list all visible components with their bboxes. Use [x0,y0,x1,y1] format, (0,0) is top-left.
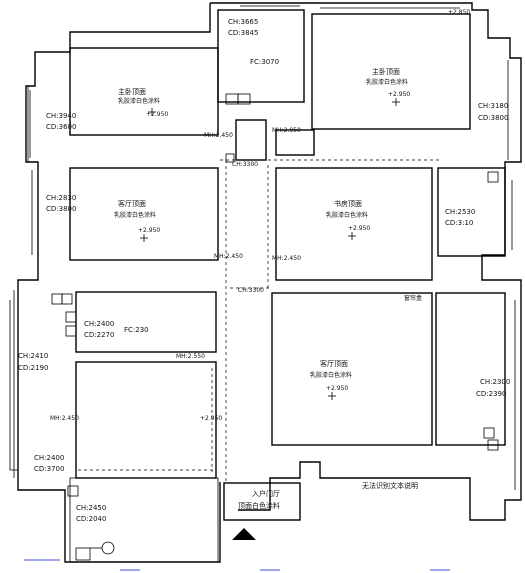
label-kitchen-fc: FC:230 [124,326,149,334]
label-r6-ch: CH:2300 [480,378,510,386]
label-r3-cd: CD:3800 [478,114,508,122]
label-bed1-sub: 乳胶漆白色涂料 [118,97,160,105]
label-r2-ch: CH:3940 [46,112,76,120]
label-r7-ch: CH:2400 [34,454,64,462]
label-r6-cd: CD:2390 [476,390,506,398]
label-living-elev: +2.950 [326,385,348,392]
label-bigroom-title: 主卧顶面 [372,67,400,76]
label-tag-elev: +2.850 [448,9,470,16]
label-curtain: 窗帘盒 [404,294,422,302]
label-mid-sub: 乳胶漆白色涂料 [326,211,368,219]
label-r1-ch: CH:3665 [228,18,258,26]
window-lines [29,5,516,490]
label-r4-ch: CH:2830 [46,194,76,202]
label-living-sub: 乳胶漆白色涂料 [310,371,352,379]
label-dim-a: CH:3300 [238,287,264,294]
label-liv-ch: CH:2410 [18,352,48,360]
label-r4-cd: CD:3800 [46,205,76,213]
label-bed1-title: 主卧顶面 [118,87,146,96]
dashed-lines [78,159,440,482]
label-r1-cd: CD:3845 [228,29,258,37]
label-dining-elev: +2.950 [200,415,222,422]
label-corridor: CH:3300 [232,161,258,168]
label-bed2-sub: 乳胶漆白色涂料 [114,211,156,219]
outer-walls [9,2,522,563]
label-bed2-elev: +2.950 [138,227,160,234]
label-r8-ch: CH:2450 [76,504,106,512]
label-liv-cd: CD:2190 [18,364,48,372]
label-mark-a: MH:2.450 [204,132,233,139]
label-mid-elev: +2.950 [348,225,370,232]
label-legend: 无法识别文本说明 [362,481,418,490]
label-living-title: 客厅顶面 [320,359,348,368]
fixtures [51,93,499,561]
label-liv-mark: MH:2.450 [50,415,79,422]
label-r5-cd: CD:3:10 [445,219,473,227]
label-r5-ch: CH:2530 [445,208,475,216]
label-bigroom-sub: 乳胶漆白色涂料 [366,78,408,86]
label-r7-cd: CD:3700 [34,465,64,473]
inner-walls [69,9,506,563]
label-r8-cd: CD:2040 [76,515,106,523]
label-mark-b: MH:2.950 [272,127,301,134]
label-bed2-title: 客厅顶面 [118,199,146,208]
label-r2-cd: CD:3600 [46,123,76,131]
label-kitchen-cd: CD:2270 [84,331,114,339]
label-kitchen-ch: CH:2400 [84,320,114,328]
label-entry-2: 顶面白色涂料 [238,501,280,510]
label-mark-e: MH:2.550 [176,353,205,360]
label-bed1-elev: +2.950 [146,111,168,118]
label-bigroom-elev: +2.950 [388,91,410,98]
label-mark-c: MH:2.450 [214,253,243,260]
label-r1-fc: FC:3070 [250,58,279,66]
lamp-symbols [140,98,400,400]
label-mid-title: 书房顶面 [334,199,362,208]
label-entry-1: 入户门厅 [252,489,280,498]
accent-marks [24,559,450,571]
plan-labels: CH:3665 CD:3845 FC:3070 CH:3940 CD:3600 … [18,9,510,523]
label-mark-d: MH:2.450 [272,255,301,262]
label-r3-ch: CH:3180 [478,102,508,110]
